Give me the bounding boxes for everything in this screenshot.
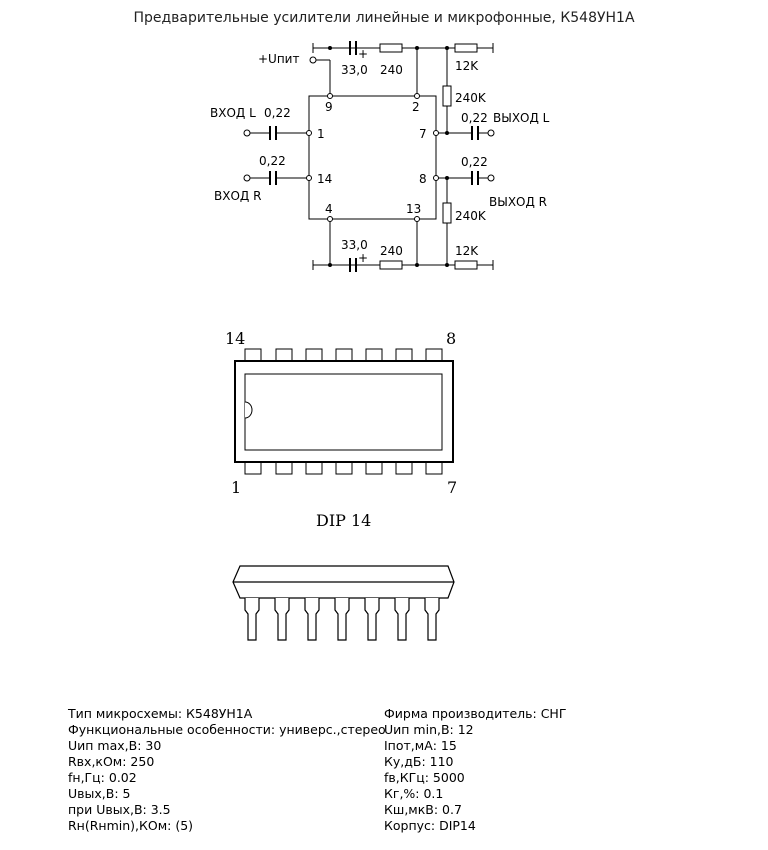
res-240-top-label: 240 [380, 63, 403, 77]
input-r-label: ВХОД R [214, 189, 261, 203]
spec-thd: Кг,%: 0.1 [384, 786, 444, 801]
spec-uout: Uвых,В: 5 [68, 786, 131, 801]
supply-label: +Uпит [258, 52, 299, 66]
spec-type: Тип микросхемы: К548УН1А [68, 706, 253, 721]
pin-7-label: 7 [419, 127, 427, 141]
spec-noise: Кш,мкВ: 0.7 [384, 802, 462, 817]
res-12k-top-label: 12K [455, 59, 479, 73]
pin-8-label: 8 [419, 172, 427, 186]
dip14-top-view [234, 348, 454, 475]
dip14-inner-outline [244, 373, 443, 451]
dip14-side-view [232, 565, 455, 641]
pin-4-label: 4 [325, 202, 333, 216]
resistor-symbols [379, 43, 478, 270]
spec-uip-min: Uип min,В: 12 [384, 722, 474, 737]
dip14-top-pins [244, 348, 443, 475]
dip14-side-leads [244, 598, 440, 641]
spec-gain: Ку,дБ: 110 [384, 754, 454, 769]
ic-body [308, 95, 437, 220]
pin-14-label: 14 [317, 172, 332, 186]
output-l-label: ВЫХОД L [493, 111, 550, 125]
pin-13-label: 13 [406, 202, 421, 216]
junction-dots [328, 46, 449, 267]
pin-9-label: 9 [325, 100, 333, 114]
res-240k-bottom-label: 240K [455, 209, 487, 223]
spec-manufacturer: Фирма производитель: СНГ [384, 706, 567, 721]
spec-at-uout: при Uвых,В: 3.5 [68, 802, 171, 817]
specs-right-column: Фирма производитель: СНГ Uип min,В: 12 I… [384, 706, 566, 834]
dip14-notch [244, 401, 253, 419]
cap-out-r-label: 0,22 [461, 155, 488, 169]
package-name: DIP 14 [316, 511, 371, 530]
res-12k-bottom-label: 12K [455, 244, 479, 258]
pin-1-label: 1 [317, 127, 325, 141]
spec-package: Корпус: DIP14 [384, 818, 476, 833]
cap-in-l-label: 0,22 [264, 106, 291, 120]
cap-bottom-label: 33,0 [341, 238, 368, 252]
terminals [243, 56, 495, 222]
spec-ipot: Iпот,мА: 15 [384, 738, 457, 753]
dip-pin-7-label: 7 [447, 478, 457, 497]
spec-rin: Rвх,кОм: 250 [68, 754, 155, 769]
output-r-label: ВЫХОД R [489, 195, 547, 209]
dip-pin-1-label: 1 [231, 478, 241, 497]
spec-uip-max: Uип max,В: 30 [68, 738, 162, 753]
cap-in-r-label: 0,22 [259, 154, 286, 168]
spec-rload: Rн(Rнmin),КОм: (5) [68, 818, 194, 833]
capacitor-symbols [269, 41, 479, 272]
schematic-wiring [250, 43, 494, 270]
spec-f-high: fв,КГц: 5000 [384, 770, 465, 785]
cap-bottom-plus: + [358, 251, 368, 265]
input-l-label: ВХОД L [210, 106, 256, 120]
spec-f-low: fн,Гц: 0.02 [68, 770, 137, 785]
spec-features: Функциональные особенности: универс.,сте… [68, 722, 386, 737]
res-240-bottom-label: 240 [380, 244, 403, 258]
cap-top-label: 33,0 [341, 63, 368, 77]
dip-pin-14-label: 14 [225, 329, 245, 348]
pin-2-label: 2 [412, 100, 420, 114]
dip-pin-8-label: 8 [446, 329, 456, 348]
specs-left-column: Тип микросхемы: К548УН1А Функциональные … [68, 706, 386, 834]
cap-top-plus: + [358, 47, 368, 61]
cap-out-l-label: 0,22 [461, 111, 488, 125]
res-240k-top-label: 240K [455, 91, 487, 105]
page-title: Предварительные усилители линейные и мик… [133, 10, 635, 26]
